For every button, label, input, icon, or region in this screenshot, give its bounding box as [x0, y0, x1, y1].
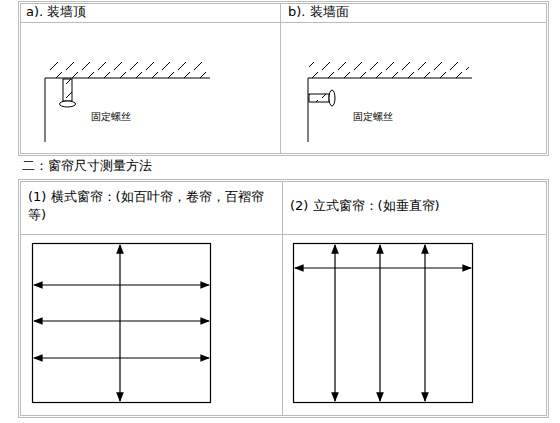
cell-heading: a). 装墙顶: [26, 3, 86, 21]
ceiling-mount-figure: [45, 62, 210, 142]
vertical-curtain-figure: [294, 244, 473, 403]
wall-mount-figure: [308, 62, 472, 142]
table-grid: [19, 2, 549, 418]
callout-label: 固定螺丝: [90, 111, 132, 123]
horizontal-curtain-figure: [33, 244, 211, 403]
section-heading: 二：窗帘尺寸测量方法: [22, 157, 152, 175]
callout-label: 固定螺丝: [352, 111, 394, 123]
cell-heading: (2) 立式窗帘：(如垂直帘): [290, 197, 440, 215]
cell-heading: (1) 横式窗帘：(如百叶帘，卷帘，百褶帘等): [28, 188, 276, 224]
cell-heading: b). 装墙面: [288, 3, 349, 21]
